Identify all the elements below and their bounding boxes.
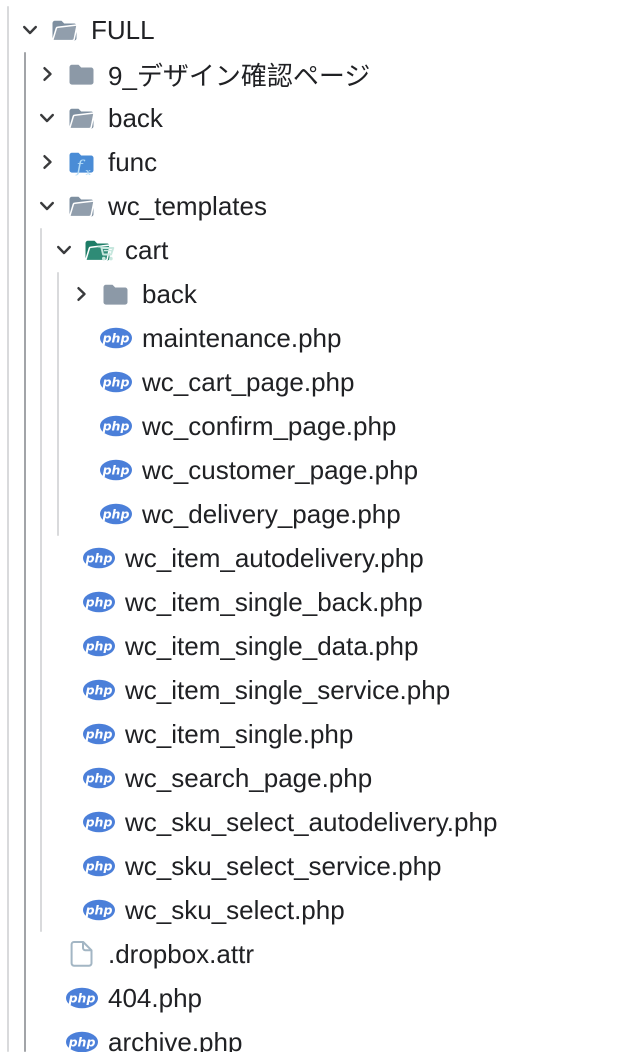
- item-label: back: [108, 102, 163, 133]
- tree-item-maintenance-php[interactable]: maintenance.php: [0, 316, 628, 360]
- item-label: func: [108, 146, 158, 177]
- chevron-right-icon[interactable]: [73, 286, 99, 302]
- item-label: wc_sku_select_autodelivery.php: [125, 806, 498, 837]
- php-icon: [82, 896, 116, 924]
- tree-item-wc-item-single-service-php[interactable]: wc_item_single_service.php: [0, 668, 628, 712]
- no-chevron: [73, 506, 99, 522]
- item-label: wc_search_page.php: [125, 762, 373, 793]
- php-icon: [82, 764, 116, 792]
- php-icon: [99, 500, 133, 528]
- file-tree: FULL 9_デザイン確認ページ back: [0, 8, 628, 1052]
- chevron-down-icon[interactable]: [39, 110, 65, 126]
- tree-item-wc-confirm-page-php[interactable]: wc_confirm_page.php: [0, 404, 628, 448]
- php-icon: [82, 676, 116, 704]
- php-icon: [82, 544, 116, 572]
- tree-item-9[interactable]: 9_デザイン確認ページ: [0, 52, 628, 96]
- tree-item-back[interactable]: back: [0, 272, 628, 316]
- no-chevron: [56, 902, 82, 918]
- item-label: wc_cart_page.php: [142, 366, 355, 397]
- php-icon: [82, 588, 116, 616]
- tree-item-wc-sku-select-service-php[interactable]: wc_sku_select_service.php: [0, 844, 628, 888]
- tree-item-wc-cart-page-php[interactable]: wc_cart_page.php: [0, 360, 628, 404]
- tree-item-back[interactable]: back: [0, 96, 628, 140]
- tree-item-wc-customer-page-php[interactable]: wc_customer_page.php: [0, 448, 628, 492]
- chevron-down-icon[interactable]: [56, 242, 82, 258]
- tree-item-wc-delivery-page-php[interactable]: wc_delivery_page.php: [0, 492, 628, 536]
- no-chevron: [56, 682, 82, 698]
- tree-item-wc-templates[interactable]: wc_templates: [0, 184, 628, 228]
- php-icon: [82, 632, 116, 660]
- tree-item-wc-item-single-data-php[interactable]: wc_item_single_data.php: [0, 624, 628, 668]
- tree-item-archive-php[interactable]: archive.php: [0, 1020, 628, 1052]
- tree-item-cart[interactable]: cart: [0, 228, 628, 272]
- tree-item-wc-sku-select-php[interactable]: wc_sku_select.php: [0, 888, 628, 932]
- item-label: wc_item_single_back.php: [125, 586, 423, 617]
- no-chevron: [39, 946, 65, 962]
- tree-item-full[interactable]: FULL: [0, 8, 628, 52]
- no-chevron: [56, 814, 82, 830]
- item-label: wc_item_single_service.php: [125, 674, 451, 705]
- php-icon: [82, 720, 116, 748]
- tree-item-dropbox-attr[interactable]: .dropbox.attr: [0, 932, 628, 976]
- tree-item-wc-item-single-php[interactable]: wc_item_single.php: [0, 712, 628, 756]
- tree-item-wc-sku-select-autodelivery-php[interactable]: wc_sku_select_autodelivery.php: [0, 800, 628, 844]
- tree-item-func[interactable]: func: [0, 140, 628, 184]
- no-chevron: [56, 594, 82, 610]
- item-label: cart: [125, 234, 169, 265]
- no-chevron: [56, 770, 82, 786]
- item-label: wc_item_autodelivery.php: [125, 542, 424, 573]
- folder-open-icon: [65, 192, 99, 220]
- tree-item-wc-item-autodelivery-php[interactable]: wc_item_autodelivery.php: [0, 536, 628, 580]
- chevron-right-icon[interactable]: [39, 154, 65, 170]
- folder-open-icon: [65, 104, 99, 132]
- item-label: archive.php: [108, 1026, 243, 1052]
- no-chevron: [39, 990, 65, 1006]
- item-label: wc_delivery_page.php: [142, 498, 401, 529]
- item-label: .dropbox.attr: [108, 938, 254, 969]
- tree-item-404-php[interactable]: 404.php: [0, 976, 628, 1020]
- no-chevron: [56, 726, 82, 742]
- php-icon: [99, 324, 133, 352]
- item-label: back: [142, 278, 197, 309]
- no-chevron: [73, 418, 99, 434]
- php-icon: [82, 852, 116, 880]
- no-chevron: [39, 1034, 65, 1050]
- tree-item-wc-search-page-php[interactable]: wc_search_page.php: [0, 756, 628, 800]
- item-label: wc_customer_page.php: [142, 454, 419, 485]
- php-icon: [65, 1028, 99, 1052]
- no-chevron: [56, 550, 82, 566]
- folder-cart-icon: [82, 236, 116, 264]
- item-label: wc_confirm_page.php: [142, 410, 397, 441]
- no-chevron: [56, 638, 82, 654]
- php-icon: [82, 808, 116, 836]
- item-label: FULL: [91, 14, 155, 45]
- no-chevron: [73, 462, 99, 478]
- no-chevron: [56, 858, 82, 874]
- php-icon: [99, 456, 133, 484]
- item-label: 9_デザイン確認ページ: [108, 60, 371, 91]
- item-label: maintenance.php: [142, 322, 342, 353]
- folder-closed-icon: [65, 60, 99, 88]
- php-icon: [65, 984, 99, 1012]
- chevron-down-icon[interactable]: [39, 198, 65, 214]
- no-chevron: [73, 374, 99, 390]
- folder-closed-icon: [99, 280, 133, 308]
- php-icon: [99, 368, 133, 396]
- doc-icon: [65, 940, 99, 968]
- item-label: wc_item_single.php: [125, 718, 354, 749]
- php-icon: [99, 412, 133, 440]
- chevron-right-icon[interactable]: [39, 66, 65, 82]
- item-label: wc_templates: [108, 190, 267, 221]
- folder-func-icon: [65, 148, 99, 176]
- item-label: wc_sku_select.php: [125, 894, 345, 925]
- folder-open-icon: [48, 16, 82, 44]
- tree-item-wc-item-single-back-php[interactable]: wc_item_single_back.php: [0, 580, 628, 624]
- item-label: 404.php: [108, 982, 202, 1013]
- item-label: wc_sku_select_service.php: [125, 850, 442, 881]
- item-label: wc_item_single_data.php: [125, 630, 419, 661]
- chevron-down-icon[interactable]: [22, 22, 48, 38]
- no-chevron: [73, 330, 99, 346]
